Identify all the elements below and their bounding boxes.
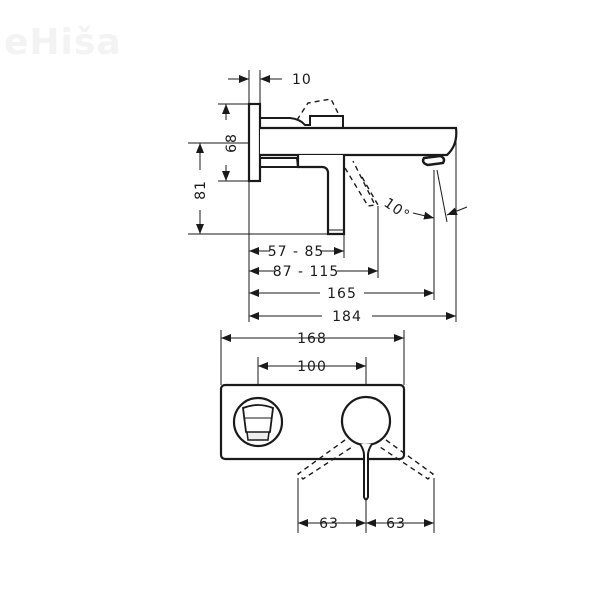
dim-spout-angle: 10° <box>381 195 413 224</box>
dim-spout-outlet: 165 <box>327 286 357 302</box>
dim-plate-width: 168 <box>297 331 327 347</box>
dim-lever-swing-left: 63 <box>319 516 339 532</box>
front-view <box>219 330 435 533</box>
dim-center-spacing: 100 <box>297 359 327 375</box>
dim-plate-height: 68 <box>224 133 240 153</box>
dim-lever-extended: 87 - 115 <box>273 264 340 280</box>
dim-lever-swing-right: 63 <box>386 516 406 532</box>
dim-lever-height: 81 <box>193 180 209 200</box>
dim-spout-length: 184 <box>332 309 362 325</box>
watermark-logo: eHiša <box>4 22 122 63</box>
dim-lever-depth: 57 - 85 <box>268 244 325 260</box>
side-view <box>188 70 468 322</box>
dim-plate-thickness: 10 <box>292 72 312 88</box>
